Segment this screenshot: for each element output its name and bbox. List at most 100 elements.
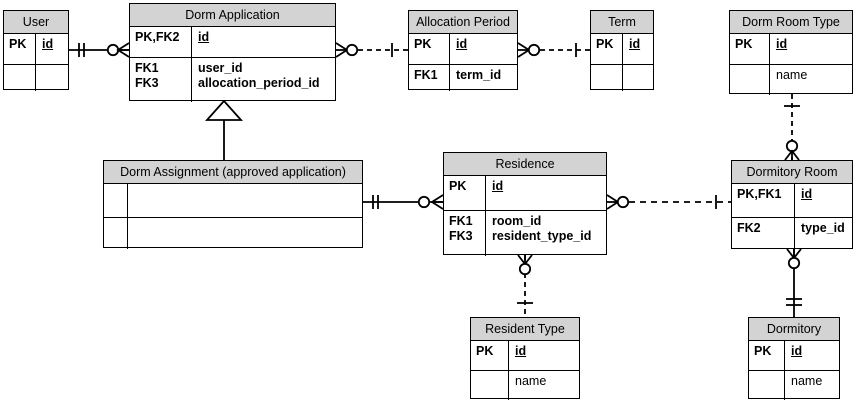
attribute-cell: name (509, 371, 551, 400)
connector-user-dorm-application (69, 42, 130, 58)
attribute-primary-key: id (198, 30, 210, 44)
connector-generalization-dorm-assignment (204, 99, 244, 160)
entity-row: name (730, 64, 852, 95)
connector-residence-resident-type (517, 254, 533, 317)
attribute-cell: id (192, 27, 214, 57)
entity-row: PK,FK1 id (732, 184, 852, 217)
attribute-cell: name (785, 371, 827, 400)
connector-dorm-room-type-dormitory-room (784, 94, 800, 161)
entity-row: FK1 term_id (409, 64, 517, 91)
connector-dorm-assignment-residence (363, 194, 444, 210)
entity-title-dorm-assignment: Dorm Assignment (approved application) (104, 161, 362, 184)
attribute-primary-key: id (492, 179, 504, 193)
key-label: FK1 (449, 214, 473, 228)
key-label: FK3 (135, 76, 159, 90)
key-cell: PK,FK1 (732, 184, 795, 217)
attribute-field: term_id (456, 68, 502, 82)
key-label: PK (9, 37, 27, 51)
attribute-cell: id (486, 176, 508, 210)
attribute-cell (128, 218, 139, 249)
entity-row (104, 184, 362, 217)
key-cell: PK (471, 341, 509, 370)
entity-title-dorm-application: Dorm Application (130, 4, 335, 27)
key-cell: FK2 (732, 218, 795, 250)
entity-row (591, 64, 653, 91)
key-label: PK,FK2 (135, 30, 180, 44)
attribute-cell: id (509, 341, 531, 370)
connector-residence-dormitory-room (606, 194, 731, 210)
attribute-cell: term_id (450, 65, 506, 91)
attribute-primary-key: id (456, 37, 468, 51)
key-label: PK (414, 37, 432, 51)
key-cell (104, 218, 128, 249)
entity-title-resident-type: Resident Type (471, 318, 579, 341)
connector-dorm-application-allocation-period (335, 42, 408, 58)
attribute-field: user_id (198, 61, 243, 75)
key-cell: PK (4, 34, 36, 64)
key-cell: PK (591, 34, 623, 64)
key-label: FK3 (449, 229, 473, 243)
attribute-primary-key: id (791, 344, 803, 358)
key-cell (749, 371, 785, 400)
entity-title-dormitory: Dormitory (749, 318, 839, 341)
entity-row: FK2 type_id (732, 217, 852, 250)
attribute-primary-key: id (629, 37, 641, 51)
key-label: PK (596, 37, 614, 51)
key-label: FK1 (135, 61, 159, 75)
key-label: FK2 (737, 221, 761, 235)
entity-row: name (749, 370, 839, 400)
key-label: PK (754, 344, 772, 358)
entity-title-dorm-room-type: Dorm Room Type (730, 11, 852, 34)
entity-row: PK id (591, 34, 653, 64)
entity-row: PK id (4, 34, 68, 64)
key-label: FK1 (414, 68, 438, 82)
attribute-primary-key: id (42, 37, 54, 51)
entity-title-allocation-period: Allocation Period (409, 11, 517, 34)
attribute-cell: id (795, 184, 817, 217)
attribute-field: name (776, 68, 808, 82)
entity-title-dormitory-room: Dormitory Room (732, 161, 852, 184)
key-cell: PK (409, 34, 450, 64)
attribute-primary-key: id (515, 344, 527, 358)
key-cell: PK,FK2 (130, 27, 192, 57)
entity-title-user: User (4, 11, 68, 34)
attribute-primary-key: id (801, 187, 813, 201)
attribute-cell (36, 65, 47, 91)
entity-row: PK id (749, 341, 839, 370)
attribute-cell: id (450, 34, 472, 64)
attribute-cell: id (623, 34, 645, 64)
key-cell: PK (730, 34, 770, 64)
entity-row: name (471, 370, 579, 400)
key-cell (730, 65, 770, 95)
connector-allocation-period-term (517, 42, 590, 58)
attribute-cell: id (770, 34, 792, 64)
entity-dorm-assignment[interactable]: Dorm Assignment (approved application) (103, 160, 363, 249)
entity-row: PK id (471, 341, 579, 370)
attribute-cell: type_id (795, 218, 850, 250)
attribute-field: name (515, 374, 547, 388)
key-cell (104, 184, 128, 217)
entity-title-residence: Residence (444, 153, 606, 176)
attribute-field: allocation_period_id (198, 76, 320, 90)
attribute-field: resident_type_id (492, 229, 592, 243)
key-cell (591, 65, 623, 91)
key-cell (471, 371, 509, 400)
attribute-cell (623, 65, 634, 91)
